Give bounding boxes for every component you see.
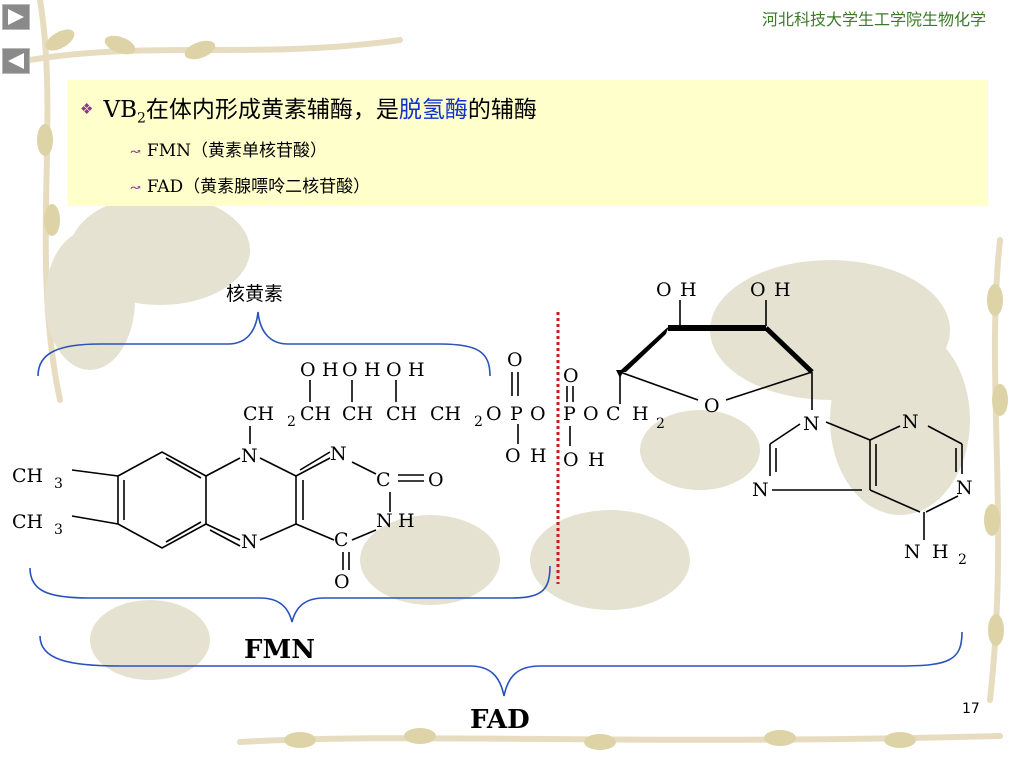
svg-text:O: O [656, 279, 672, 301]
svg-text:O: O [386, 359, 402, 381]
svg-text:H: H [774, 279, 791, 301]
svg-text:H: H [408, 359, 425, 381]
svg-text:O: O [563, 449, 579, 471]
svg-text:N: N [904, 541, 921, 563]
bullet-box: ❖VB2在体内形成黄素辅酶，是脱氢酶的辅酶 ↝FMN（黄素单核苷酸） ↝FAD（… [68, 80, 988, 206]
svg-text:2: 2 [656, 416, 665, 432]
highlight-dehydrogenase: 脱氢酶 [398, 97, 468, 123]
svg-text:H: H [632, 403, 649, 425]
diamond-bullet-icon: ❖ [80, 100, 94, 118]
svg-text:O: O [505, 445, 521, 467]
svg-text:CH: CH [12, 465, 43, 487]
svg-text:O: O [750, 279, 766, 301]
svg-text:O: O [342, 359, 358, 381]
svg-text:CH: CH [243, 403, 274, 425]
svg-text:P: P [563, 403, 576, 425]
play-right-icon [8, 9, 24, 25]
curly-arrow-icon: ↝ [130, 145, 141, 160]
svg-text:CH: CH [430, 403, 461, 425]
curly-arrow-icon: ↝ [130, 181, 141, 196]
svg-text:H: H [588, 449, 605, 471]
svg-text:CH: CH [12, 511, 43, 533]
svg-text:CH: CH [300, 403, 331, 425]
svg-text:N: N [803, 413, 820, 435]
svg-text:O: O [530, 403, 546, 425]
svg-text:N: N [376, 510, 393, 532]
brace-fad [39, 631, 963, 697]
svg-text:N: N [330, 443, 347, 465]
riboflavin-label: 核黄素 [226, 283, 283, 305]
course-header-title: 河北科技大学生工学院生物化学 [761, 10, 986, 29]
svg-text:O: O [428, 469, 444, 491]
previous-slide-button[interactable] [2, 48, 30, 74]
svg-text:O: O [563, 365, 579, 387]
svg-text:O: O [583, 403, 599, 425]
svg-text:H: H [322, 359, 339, 381]
fad-label: FAD [470, 705, 530, 735]
svg-text:2: 2 [287, 414, 296, 430]
svg-text:C: C [606, 403, 621, 425]
svg-text:2: 2 [474, 414, 483, 430]
sub-bullet-fad: ↝FAD（黄素腺嘌呤二核苷酸） [130, 177, 371, 197]
page-number: 17 [962, 701, 980, 717]
svg-text:N: N [752, 479, 769, 501]
brace-riboflavin [37, 311, 491, 377]
sub-bullet-fmn: ↝FMN（黄素单核苷酸） [130, 141, 327, 161]
svg-text:P: P [510, 403, 523, 425]
svg-text:N: N [902, 411, 919, 433]
svg-text:O: O [300, 359, 316, 381]
svg-text:O: O [507, 349, 523, 371]
svg-text:N: N [241, 531, 258, 553]
svg-text:O: O [334, 571, 350, 593]
svg-text:3: 3 [54, 476, 63, 492]
svg-text:H: H [932, 541, 949, 563]
svg-text:2: 2 [958, 552, 967, 568]
svg-text:C: C [334, 529, 349, 551]
next-slide-button[interactable] [2, 4, 30, 30]
fmn-label: FMN [244, 635, 315, 665]
main-bullet: ❖VB2在体内形成黄素辅酶，是脱氢酶的辅酶 [80, 97, 537, 127]
svg-text:C: C [376, 469, 391, 491]
svg-text:N: N [956, 477, 973, 499]
svg-text:H: H [680, 279, 697, 301]
brace-fmn [29, 565, 551, 623]
svg-text:O: O [704, 395, 720, 417]
svg-text:H: H [364, 359, 381, 381]
svg-text:CH: CH [386, 403, 417, 425]
play-left-icon [8, 53, 24, 69]
svg-text:H: H [398, 510, 415, 532]
svg-text:CH: CH [342, 403, 373, 425]
svg-text:H: H [530, 445, 547, 467]
svg-text:3: 3 [54, 522, 63, 538]
svg-text:O: O [486, 403, 502, 425]
svg-text:N: N [241, 445, 258, 467]
